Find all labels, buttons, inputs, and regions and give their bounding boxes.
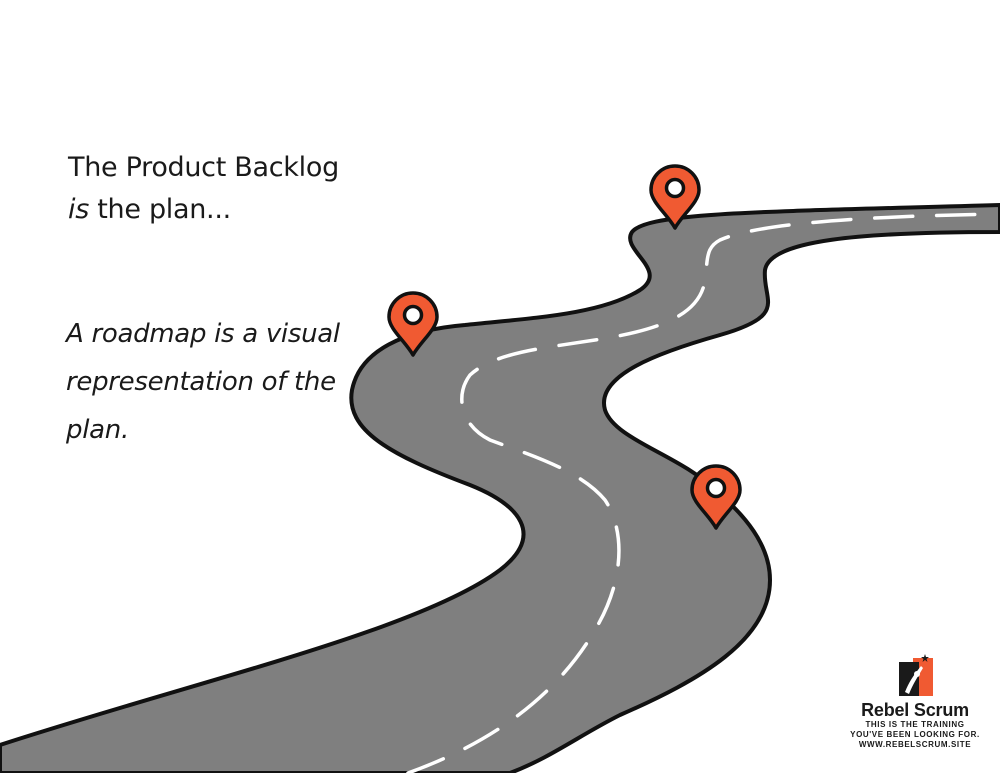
- roadmap-definition: A roadmap is a visual representation of …: [66, 319, 340, 445]
- heading-line-1: The Product Backlog: [68, 152, 339, 183]
- map-pin-icon: [649, 164, 701, 230]
- map-pin-icon: [690, 464, 742, 530]
- heading-line-2: the plan...: [88, 194, 231, 225]
- heading-emphasis: is: [68, 194, 89, 225]
- road: [0, 203, 1000, 773]
- slide-heading: The Product Backlog is the plan...: [68, 147, 339, 231]
- brand-tagline-1: This is the training: [865, 720, 965, 729]
- brand-site: www.rebelscrum.site: [858, 740, 972, 749]
- brand-name: Rebel Scrum: [861, 700, 969, 720]
- map-pin-icon: [387, 291, 439, 357]
- rebel-scrum-logo: [899, 654, 933, 696]
- brand-tagline-2: you've been looking for.: [850, 730, 980, 739]
- road-center-line: [406, 212, 1000, 773]
- brand-block: Rebel Scrum This is the training you've …: [840, 652, 990, 750]
